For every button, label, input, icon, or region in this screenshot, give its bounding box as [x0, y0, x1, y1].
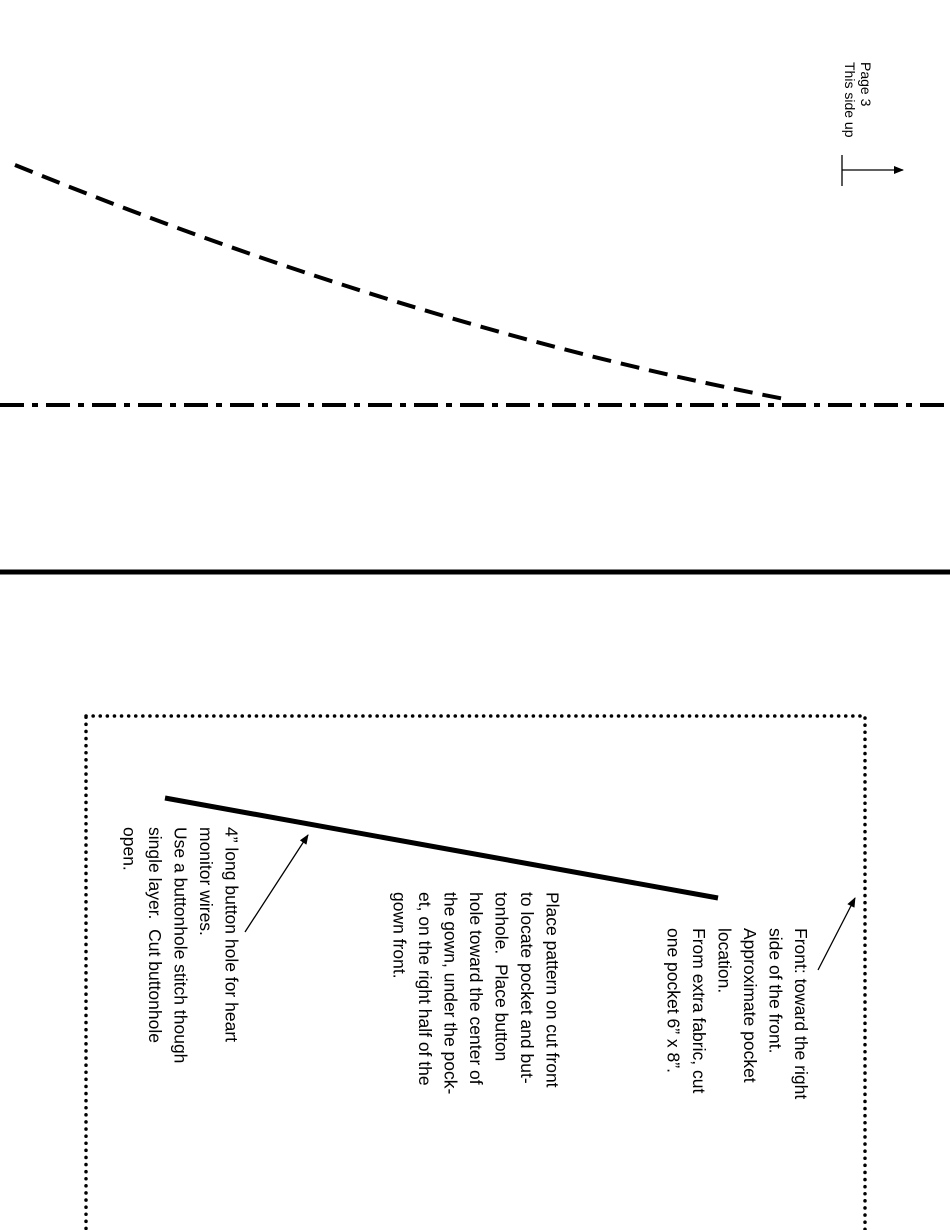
- front-pointer-arrow: [817, 897, 856, 971]
- buttonhole-note: 4” long button hole for heart monitor wi…: [119, 827, 242, 1064]
- page-label-block: Page 3 This side up: [842, 62, 874, 137]
- buttonhole-line: [164, 795, 719, 901]
- cutting-curve-dashed: [14, 163, 791, 402]
- front-note: Front: toward the right side of the fron…: [663, 928, 812, 1100]
- placement-note: Place pattern on cut front to locate poc…: [389, 892, 563, 1095]
- page-label: Page 3: [858, 62, 874, 107]
- buttonhole-pointer-arrow: [244, 834, 309, 933]
- orientation-note: This side up: [842, 62, 858, 138]
- pocket-outline-dotted: [84, 714, 867, 1230]
